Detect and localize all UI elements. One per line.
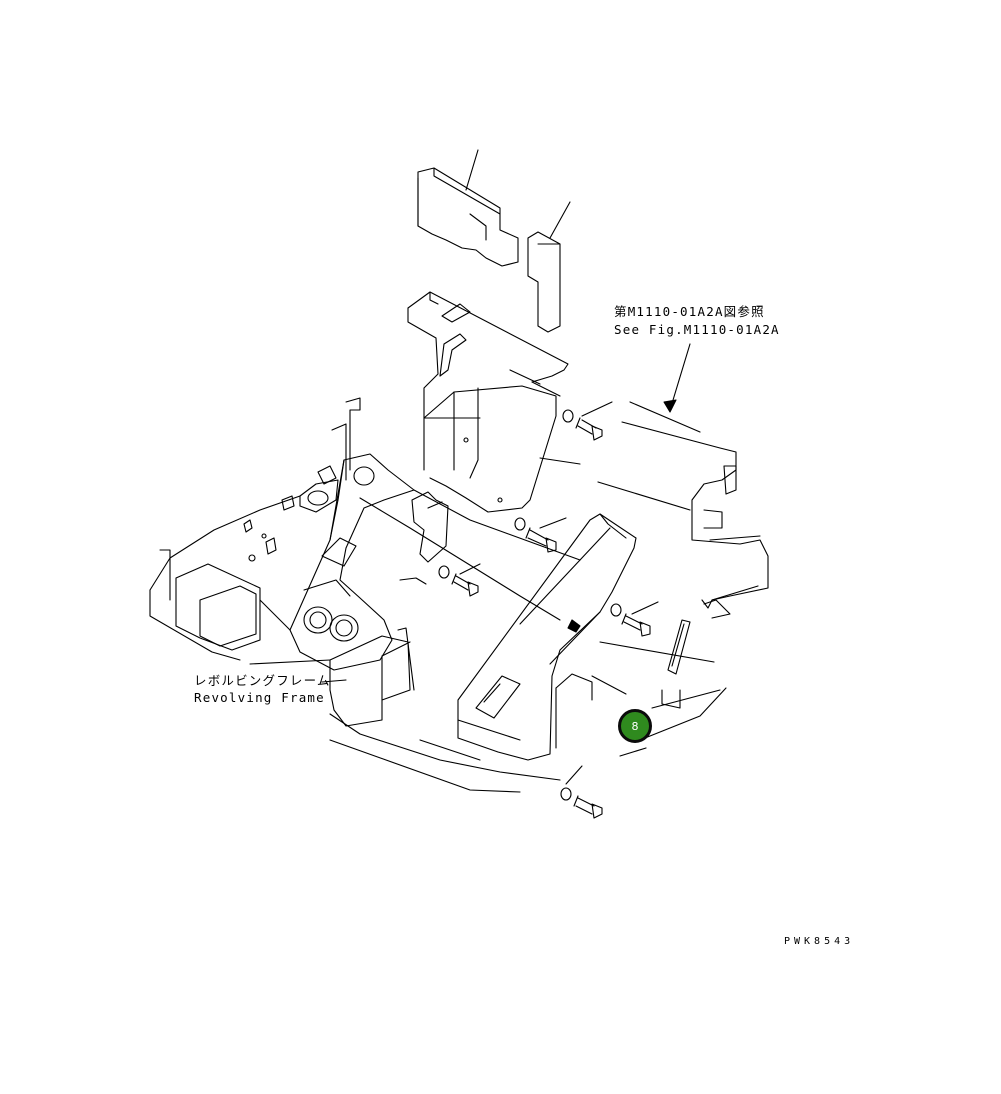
side-cover-block [528, 202, 570, 332]
cabin-support-frame [408, 292, 580, 512]
bolt-set-3 [439, 564, 480, 596]
bolt-set-2 [515, 518, 566, 552]
callout-number: 8 [631, 719, 639, 733]
bolt-set-5 [561, 766, 602, 818]
frame-label-en: Revolving Frame [194, 690, 325, 705]
figure-reference-jp: 第M1110-01A2A図参照 [614, 304, 765, 319]
figure-reference-en: See Fig.M1110-01A2A [614, 322, 780, 337]
upper-cover-block [418, 150, 518, 266]
right-counterweight-assembly [598, 344, 768, 618]
revolving-frame [150, 398, 726, 792]
bracket-plate [668, 620, 690, 674]
callout-8-marker[interactable]: 8 [618, 709, 652, 743]
bolt-set-1 [563, 402, 612, 440]
main-side-cover [458, 514, 636, 760]
frame-leader [322, 680, 346, 682]
drawing-code: PWK8543 [784, 936, 855, 947]
bolt-set-4 [611, 602, 658, 636]
frame-label-jp: レボルビングフレーム [194, 673, 331, 688]
